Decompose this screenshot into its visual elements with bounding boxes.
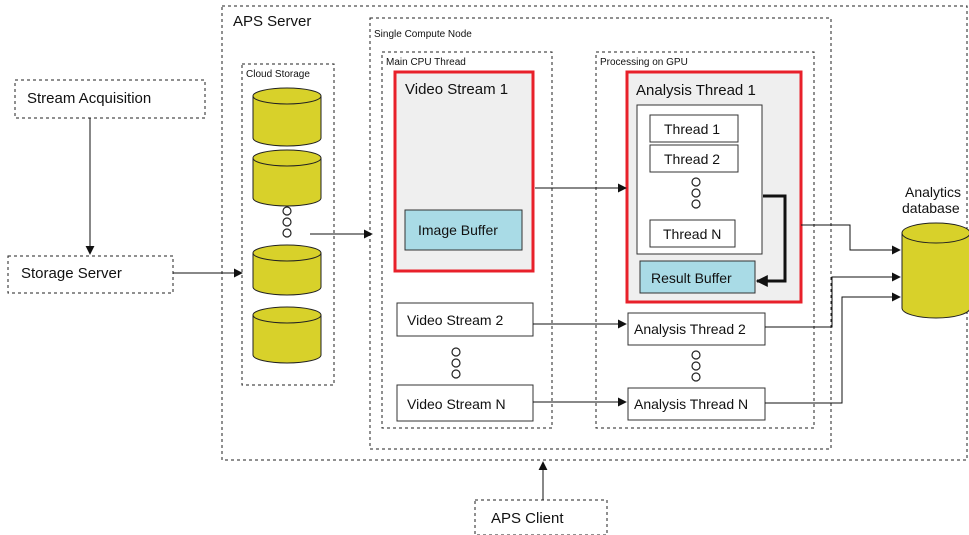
ellipsis-markers [282, 177, 701, 382]
main-cpu-thread-container [381, 51, 553, 429]
analysis-thread-1-label: Analysis Thread 1 [636, 82, 756, 99]
stream-acquisition-label: Stream Acquisition [27, 90, 152, 107]
cloud-storage-container [241, 63, 335, 386]
aps-client-label: APS Client [491, 510, 564, 527]
video-stream-n-box [396, 384, 534, 422]
cloud-storage-cylinders [252, 87, 322, 364]
storage-cylinder-1 [252, 87, 322, 147]
aps-server-label: APS Server [233, 13, 312, 30]
thread-2-box [649, 144, 739, 173]
storage-server-label: Storage Server [21, 265, 122, 282]
video-stream-2-box [396, 302, 534, 337]
image-buffer-label: Image Buffer [418, 222, 498, 238]
storage-server-box [7, 255, 174, 294]
gpu-processing-container [595, 51, 815, 429]
storage-cylinder-2 [252, 149, 322, 207]
single-compute-node-label: Single Compute Node [374, 29, 472, 40]
image-buffer-box [404, 209, 523, 251]
analysis-thread-n-label: Analysis Thread N [634, 396, 749, 412]
aps-client-box [474, 499, 608, 535]
processing-on-gpu-label: Processing on GPU [600, 57, 688, 68]
result-buffer-box [639, 260, 756, 294]
arrow-atn-to-db [765, 292, 901, 404]
video-stream-n-label: Video Stream N [407, 396, 506, 412]
arrow-threads-to-result-buffer [755, 194, 787, 287]
thread-2-label: Thread 2 [664, 151, 721, 167]
analytics-label-line-2: database [902, 200, 960, 216]
arrow-at2-to-db [765, 272, 901, 328]
arrow-at1-to-db [801, 224, 901, 255]
storage-cylinder-3 [252, 244, 322, 296]
thread-n-label: Thread N [663, 226, 722, 242]
analysis-thread-2-box [627, 312, 766, 346]
thread-n-box [649, 219, 736, 248]
thread-1-label: Thread 1 [664, 121, 721, 137]
analysis-thread-2-label: Analysis Thread 2 [634, 321, 746, 337]
analytics-label-line-1: Analytics [905, 184, 962, 200]
main-cpu-thread-label: Main CPU Thread [386, 57, 466, 68]
cloud-storage-label: Cloud Storage [246, 69, 310, 80]
analytics-database-cylinder [901, 222, 969, 319]
thread-1-box [649, 114, 739, 143]
result-buffer-label: Result Buffer [651, 270, 732, 286]
video-stream-2-label: Video Stream 2 [407, 312, 504, 328]
storage-cylinder-4 [252, 306, 322, 364]
analysis-thread-n-box [627, 387, 766, 421]
video-stream-1-label: Video Stream 1 [405, 81, 509, 98]
